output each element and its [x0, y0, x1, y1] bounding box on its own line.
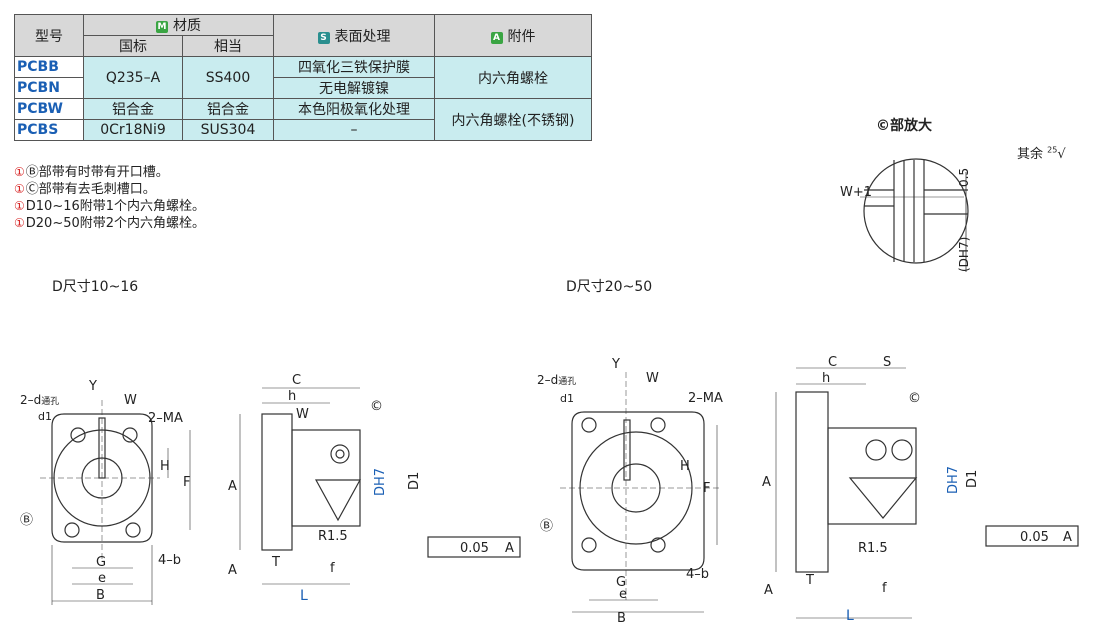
- large-side-view: [775, 367, 1079, 619]
- tolerance-datum-large: A: [1063, 530, 1072, 545]
- dim-a-large: A: [762, 475, 771, 490]
- surface-icon: S: [317, 31, 330, 44]
- dim-g: G: [96, 555, 106, 570]
- header-national: 国标: [83, 35, 183, 57]
- dim-t: T: [271, 555, 280, 570]
- warning-icon: ①: [14, 182, 25, 196]
- dim-r15: R1.5: [318, 529, 348, 544]
- dim-b-large: B: [617, 611, 626, 626]
- notes-list: ①Ⓑ部带有时带有开口槽。 ①Ⓒ部带有去毛刺槽口。 ①D10~16附带1个内六角螺…: [14, 164, 205, 232]
- datum-a-large: A: [764, 583, 773, 598]
- callout-c: ©: [370, 399, 383, 414]
- section-label-large: D尺寸20~50: [566, 279, 653, 295]
- tolerance-datum: A: [505, 541, 514, 556]
- cell-national: 铝合金: [83, 98, 183, 120]
- model-pcbn: PCBN: [14, 77, 84, 99]
- cell-national: Q235–A: [83, 56, 183, 99]
- header-equiv: 相当: [182, 35, 274, 57]
- dim-y-large: Y: [611, 357, 620, 372]
- dim-w-large: W: [646, 371, 659, 386]
- dim-f-large: F: [703, 481, 710, 496]
- dim-ma-large: 2–MA: [688, 391, 723, 406]
- model-pcbw: PCBW: [14, 98, 84, 120]
- note-item: ①Ⓒ部带有去毛刺槽口。: [14, 182, 156, 197]
- dim-b: B: [96, 588, 105, 603]
- dim-c-large: C: [828, 355, 837, 370]
- dim-d1-upper: D1: [407, 472, 422, 490]
- dim-d-hole-large: 2–d通孔: [537, 373, 576, 387]
- detail-h05: 0.5: [957, 168, 971, 187]
- small-front-view: [40, 400, 191, 605]
- dim-w: W: [124, 393, 137, 408]
- datum-a: A: [228, 563, 237, 578]
- dim-f-lower-large: f: [882, 581, 887, 596]
- warning-icon: ①: [14, 216, 25, 230]
- detail-dh7: (DH7): [957, 237, 971, 272]
- dim-r15-large: R1.5: [858, 541, 888, 556]
- dim-dh7-large: DH7: [946, 466, 961, 494]
- cell-accessory: 内六角螺栓(不锈钢): [434, 98, 592, 141]
- roughness-note: 其余 25√: [1017, 145, 1066, 162]
- small-side-view: [239, 387, 521, 585]
- cell-surface: –: [273, 119, 435, 141]
- dim-4b-large: 4–b: [686, 567, 709, 582]
- dim-g-large: G: [616, 575, 626, 590]
- dim-h-lower: h: [288, 389, 296, 404]
- dim-e-large: e: [619, 587, 627, 602]
- dim-d1: d1: [38, 410, 52, 423]
- cell-surface: 本色阳极氧化处理: [273, 98, 435, 120]
- dim-d1-large: d1: [560, 392, 574, 405]
- tolerance-value: 0.05: [460, 541, 489, 556]
- dim-e: e: [98, 571, 106, 586]
- dim-h: H: [160, 459, 170, 474]
- accessory-icon: A: [490, 31, 503, 44]
- detail-title: ©部放大: [876, 118, 932, 134]
- callout-b-large: Ⓑ: [540, 519, 553, 534]
- dim-l: L: [300, 588, 308, 604]
- note-item: ①D10~16附带1个内六角螺栓。: [14, 199, 206, 214]
- dim-d1-upper-large: D1: [965, 470, 980, 488]
- note-item: ①D20~50附带2个内六角螺栓。: [14, 216, 206, 231]
- dim-w-side: W: [296, 407, 309, 422]
- cell-surface: 四氧化三铁保护膜: [273, 56, 435, 78]
- dim-dh7: DH7: [373, 468, 388, 496]
- cell-equiv: SUS304: [182, 119, 274, 141]
- dim-c: C: [292, 373, 301, 388]
- dim-y: Y: [88, 379, 97, 394]
- dim-f-lower: f: [330, 561, 335, 576]
- warning-icon: ①: [14, 199, 25, 213]
- detail-w1: W+1: [840, 185, 872, 200]
- cell-accessory: 内六角螺栓: [434, 56, 592, 99]
- large-front-view: [560, 372, 720, 613]
- dim-l-large: L: [846, 608, 854, 624]
- dim-d-hole: 2–d通孔: [20, 393, 59, 407]
- callout-c-large: ©: [908, 391, 921, 406]
- dim-4b: 4–b: [158, 553, 181, 568]
- tolerance-value-large: 0.05: [1020, 530, 1049, 545]
- cell-national: 0Cr18Ni9: [83, 119, 183, 141]
- model-pcbb: PCBB: [14, 56, 84, 78]
- dim-h-lower-large: h: [822, 371, 830, 386]
- detail-c-view: [860, 158, 969, 272]
- dim-ma: 2–MA: [148, 411, 183, 426]
- cell-equiv: SS400: [182, 56, 274, 99]
- dim-s: S: [883, 355, 891, 370]
- header-model: 型号: [14, 14, 84, 57]
- material-icon: M: [156, 21, 168, 33]
- callout-b: Ⓑ: [20, 513, 33, 528]
- dim-f: F: [183, 475, 190, 490]
- note-item: ①Ⓑ部带有时带有开口槽。: [14, 165, 169, 180]
- dim-a: A: [228, 479, 237, 494]
- dim-t-large: T: [805, 573, 814, 588]
- section-label-small: D尺寸10~16: [52, 279, 139, 295]
- dim-h-large: H: [680, 459, 690, 474]
- warning-icon: ①: [14, 165, 25, 179]
